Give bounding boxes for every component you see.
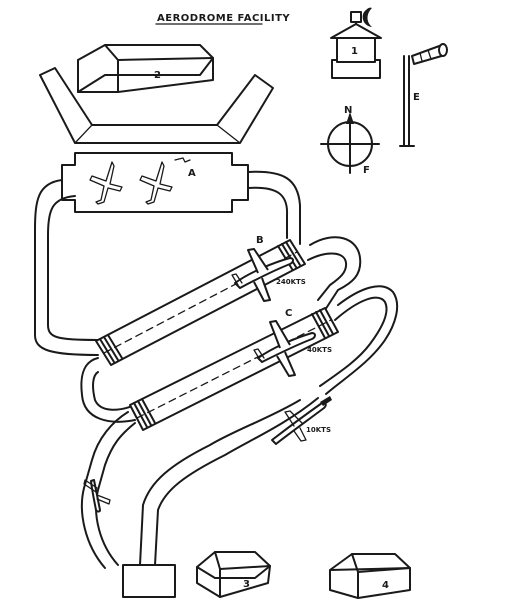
label-c: C <box>285 308 292 319</box>
hangar-a <box>61 152 249 213</box>
building-4-label: 4 <box>382 580 389 591</box>
building-2 <box>77 44 214 93</box>
parked-aircraft-2 <box>139 157 191 205</box>
diagram-title: AERODROME FACILITY <box>157 13 290 24</box>
runway-2-threshold-ne <box>311 309 334 339</box>
terminal-apron <box>39 67 274 144</box>
aircraft-c <box>253 320 316 377</box>
runway-1 <box>95 239 306 366</box>
label-e: E <box>413 92 420 103</box>
label-a: A <box>188 168 196 179</box>
runway-2-threshold-sw <box>133 398 156 428</box>
compass-north-label: N <box>344 105 352 116</box>
aircraft-d <box>271 396 332 445</box>
windsock-e <box>399 43 448 147</box>
building-3-label: 3 <box>243 579 250 590</box>
speed-d: 10KTS <box>306 426 331 434</box>
aircraft-taxiing-left <box>83 479 111 513</box>
bottom-apron <box>122 564 176 598</box>
building-4 <box>329 553 411 599</box>
building-3 <box>196 551 271 598</box>
aircraft-b <box>231 248 294 302</box>
compass-f <box>320 112 380 174</box>
building-2-label: 2 <box>154 70 161 81</box>
taxiway-network <box>34 170 399 569</box>
label-b: B <box>256 235 264 246</box>
label-f: F <box>363 165 370 176</box>
speed-c: 40KTS <box>307 346 332 354</box>
runway-1-threshold-sw <box>99 334 123 363</box>
parked-aircraft-1 <box>89 161 123 205</box>
control-tower-1 <box>330 7 382 79</box>
speed-b: 240KTS <box>276 278 306 286</box>
building-1-label: 1 <box>351 46 358 57</box>
